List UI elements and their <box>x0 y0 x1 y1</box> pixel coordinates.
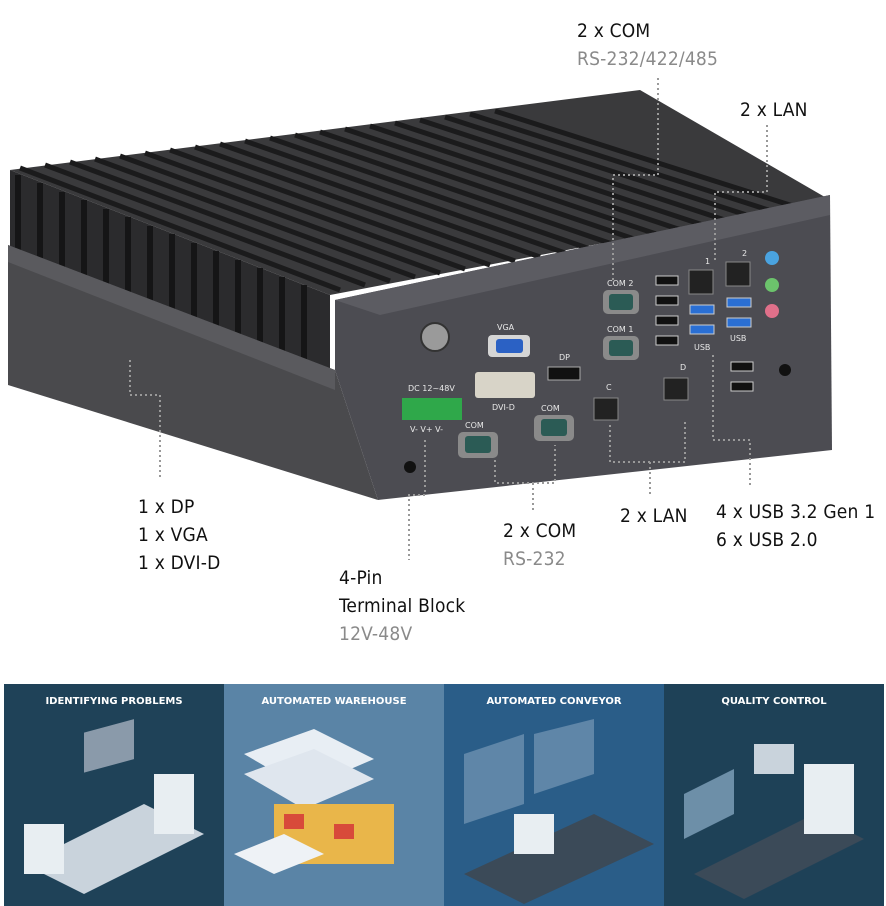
usb-b-label: USB <box>730 334 746 343</box>
application-panels: IDENTIFYING PROBLEMS AUTOMATED WAREHOUSE… <box>4 684 884 906</box>
panel-automated-conveyor: AUTOMATED CONVEYOR <box>444 684 664 906</box>
dc-label: DC 12~48V <box>408 384 455 393</box>
com-bottom-sub: RS-232 <box>503 548 566 570</box>
terminal-sub: 12V-48V <box>339 623 413 645</box>
quality-control-illustration <box>684 744 864 899</box>
dvi-label: DVI-D <box>492 403 515 412</box>
video-vga: 1 x VGA <box>138 524 208 546</box>
lan-bottom-callout: 2 x LAN <box>620 505 688 527</box>
com-top-title: 2 x COM <box>577 20 651 42</box>
lan-top-callout: 2 x LAN <box>740 99 808 121</box>
com-b-label: COM <box>541 404 560 413</box>
com-a-label: COM <box>465 421 484 430</box>
panel-title: AUTOMATED WAREHOUSE <box>261 696 407 707</box>
video-callout: 1 x DP 1 x VGA 1 x DVI-D <box>138 493 221 577</box>
lan-1-label: 1 <box>705 257 710 266</box>
panel-quality-control: QUALITY CONTROL <box>664 684 884 906</box>
com-bottom-callout: 2 x COM RS-232 <box>503 517 576 573</box>
dp-label: DP <box>559 353 570 362</box>
terminal-pins-label: V- V+ V- <box>410 425 443 434</box>
lan-d-label: D <box>680 363 686 372</box>
conveyor-illustration <box>464 719 654 904</box>
usb-a-label: USB <box>694 343 710 352</box>
video-dp: 1 x DP <box>138 496 195 518</box>
panel-title: QUALITY CONTROL <box>721 696 827 707</box>
panel-identifying-problems: IDENTIFYING PROBLEMS <box>4 684 224 906</box>
com-top-callout: 2 x COM RS-232/422/485 <box>577 17 718 73</box>
factory-illustration <box>24 719 204 894</box>
vga-label: VGA <box>497 323 515 332</box>
com-top-sub: RS-232/422/485 <box>577 48 719 70</box>
lan-c-label: C <box>606 383 612 392</box>
usb-line-1: 4 x USB 3.2 Gen 1 <box>716 501 876 523</box>
embedded-pc-illustration: VGA DVI-D DP COM 2 COM 1 COM COM DC 12~4… <box>8 78 832 560</box>
com1-label: COM 1 <box>607 325 633 334</box>
video-dvi: 1 x DVI-D <box>138 552 221 574</box>
terminal-line-2: Terminal Block <box>339 595 466 617</box>
panel-title: IDENTIFYING PROBLEMS <box>45 696 183 707</box>
com2-label: COM 2 <box>607 279 633 288</box>
panel-automated-warehouse: AUTOMATED WAREHOUSE <box>224 684 444 906</box>
usb-line-2: 6 x USB 2.0 <box>716 529 818 551</box>
terminal-callout: 4-Pin Terminal Block 12V-48V <box>339 564 465 648</box>
terminal-line-1: 4-Pin <box>339 567 383 589</box>
warehouse-illustration <box>234 729 394 874</box>
usb-callout: 4 x USB 3.2 Gen 1 6 x USB 2.0 <box>716 498 875 554</box>
panel-title: AUTOMATED CONVEYOR <box>486 696 622 707</box>
com-bottom-title: 2 x COM <box>503 520 577 542</box>
lan-2-label: 2 <box>742 249 747 258</box>
